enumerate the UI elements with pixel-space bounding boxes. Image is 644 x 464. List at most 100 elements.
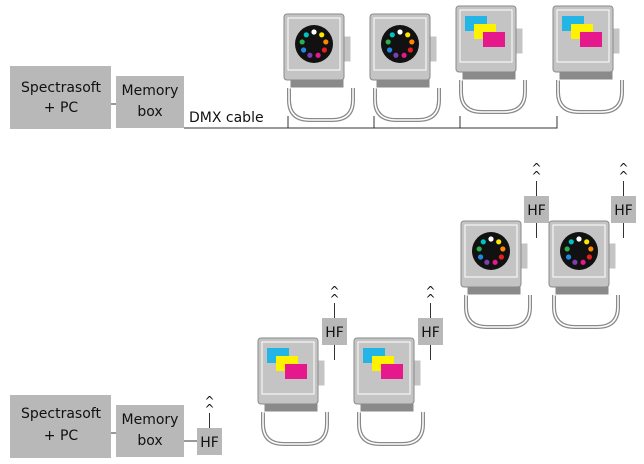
fixture-bottom-1: [257, 337, 329, 446]
color-wheel-dot: [584, 239, 590, 245]
top-memory-label-line1: Memory: [122, 83, 179, 99]
top-memory-box: [116, 76, 184, 128]
color-wheel-dot: [315, 52, 321, 58]
fixture-front-frame: [556, 9, 610, 63]
fixture-yoke-highlight: [553, 295, 619, 328]
color-wheel-dot: [496, 239, 502, 245]
color-wheel-dot: [303, 32, 309, 38]
color-wheel-dot: [405, 32, 411, 38]
fixture-yoke: [261, 412, 329, 446]
bottom-setup: Spectrasoft + PC Memory box HF ^ ^ HF ^ …: [10, 161, 636, 458]
dmx-cable-label: DMX cable: [189, 110, 264, 126]
fixture-yoke: [464, 295, 532, 329]
fixture-yoke: [287, 88, 355, 122]
hf-module-fixture-3: HF ^ ^: [524, 161, 549, 238]
fixture-yoke: [459, 80, 527, 114]
color-wheel-dot: [476, 246, 482, 252]
fixture-bottom-4: [548, 220, 620, 329]
color-wheel-dot: [301, 47, 307, 53]
top-source-box: [10, 66, 111, 129]
fixture-yoke-highlight: [460, 80, 526, 113]
color-wheel-dot: [580, 259, 586, 265]
color-wheel-dot: [387, 47, 393, 53]
hf-box: [611, 196, 636, 223]
fixture-yoke-highlight: [262, 412, 328, 445]
color-wheel-dot: [576, 236, 582, 242]
color-wheel-dot: [397, 29, 403, 35]
color-wheel-dot: [407, 47, 413, 53]
antenna-symbol-2: ^: [618, 169, 628, 183]
antenna-symbol-1: ^: [329, 284, 339, 298]
magenta-filter: [483, 32, 505, 47]
fixture-top-1: [283, 13, 355, 122]
antenna-symbol-2: ^: [329, 292, 339, 306]
fixture-yoke-highlight: [557, 80, 623, 113]
fixture-yoke-highlight: [288, 88, 354, 121]
top-setup: Spectrasoft + PC Memory box DMX cable: [10, 5, 624, 129]
color-wheel-dot: [409, 39, 415, 45]
fixture-bottom-2: [353, 337, 425, 446]
color-wheel-dot: [566, 254, 572, 260]
color-wheel-dot: [385, 39, 391, 45]
top-memory-label-line2: box: [137, 104, 162, 120]
fixture-yoke: [556, 80, 624, 114]
color-wheel-dot: [500, 246, 506, 252]
bottom-source-box: [10, 395, 111, 458]
antenna-symbol-2: ^: [425, 292, 435, 306]
color-wheel-dot: [484, 259, 490, 265]
hf-label: HF: [325, 325, 344, 341]
color-wheel-dot: [307, 52, 313, 58]
hf-box: [524, 196, 549, 223]
hf-module-transmitter: HF ^ ^: [197, 394, 222, 455]
bottom-memory-label-line1: Memory: [122, 412, 179, 428]
fixture-front-frame: [552, 224, 606, 278]
antenna-symbol-2: ^: [531, 169, 541, 183]
color-wheel-dot: [323, 39, 329, 45]
fixture-front-frame: [261, 341, 315, 395]
fixture-bottom-3: [460, 220, 532, 329]
color-wheel-dot: [498, 254, 504, 260]
hf-label: HF: [527, 203, 546, 219]
fixture-yoke: [357, 412, 425, 446]
hf-box: [197, 428, 222, 455]
fixture-yoke-highlight: [465, 295, 531, 328]
top-source-label-line1: Spectrasoft: [21, 80, 101, 96]
antenna-symbol-2: ^: [204, 402, 214, 416]
color-wheel-dot: [492, 259, 498, 265]
top-source-label-line2: + PC: [44, 100, 79, 116]
fixture-front-frame: [464, 224, 518, 278]
color-wheel-dot: [568, 239, 574, 245]
color-wheel-dot: [478, 254, 484, 260]
fixture-yoke: [552, 295, 620, 329]
color-wheel-dot: [564, 246, 570, 252]
antenna-symbol-1: ^: [425, 284, 435, 298]
color-wheel-dot: [401, 52, 407, 58]
dmx-cable: [184, 116, 558, 129]
antenna-symbol-1: ^: [618, 161, 628, 175]
color-wheel-dot: [299, 39, 305, 45]
bottom-source-label-line1: Spectrasoft: [21, 406, 101, 422]
hf-label: HF: [200, 435, 219, 451]
bottom-source-label-line2: + PC: [44, 428, 79, 444]
hf-box: [418, 318, 443, 345]
magenta-filter: [381, 364, 403, 379]
hf-label: HF: [421, 325, 440, 341]
color-wheel-dot: [311, 29, 317, 35]
color-wheel-dot: [586, 254, 592, 260]
color-wheel-dot: [321, 47, 327, 53]
fixture-front-frame: [287, 17, 341, 71]
fixture-yoke: [373, 88, 441, 122]
fixture-top-3: [455, 5, 527, 114]
hf-box: [322, 318, 347, 345]
hf-module-fixture-2: HF ^ ^: [418, 284, 443, 360]
color-wheel-dot: [572, 259, 578, 265]
hf-label: HF: [614, 203, 633, 219]
bottom-memory-box: [116, 405, 184, 457]
magenta-filter: [285, 364, 307, 379]
fixture-front-frame: [373, 17, 427, 71]
color-wheel-dot: [480, 239, 486, 245]
fixture-front-frame: [459, 9, 513, 63]
hf-module-fixture-1: HF ^ ^: [322, 284, 347, 360]
color-wheel-dot: [588, 246, 594, 252]
